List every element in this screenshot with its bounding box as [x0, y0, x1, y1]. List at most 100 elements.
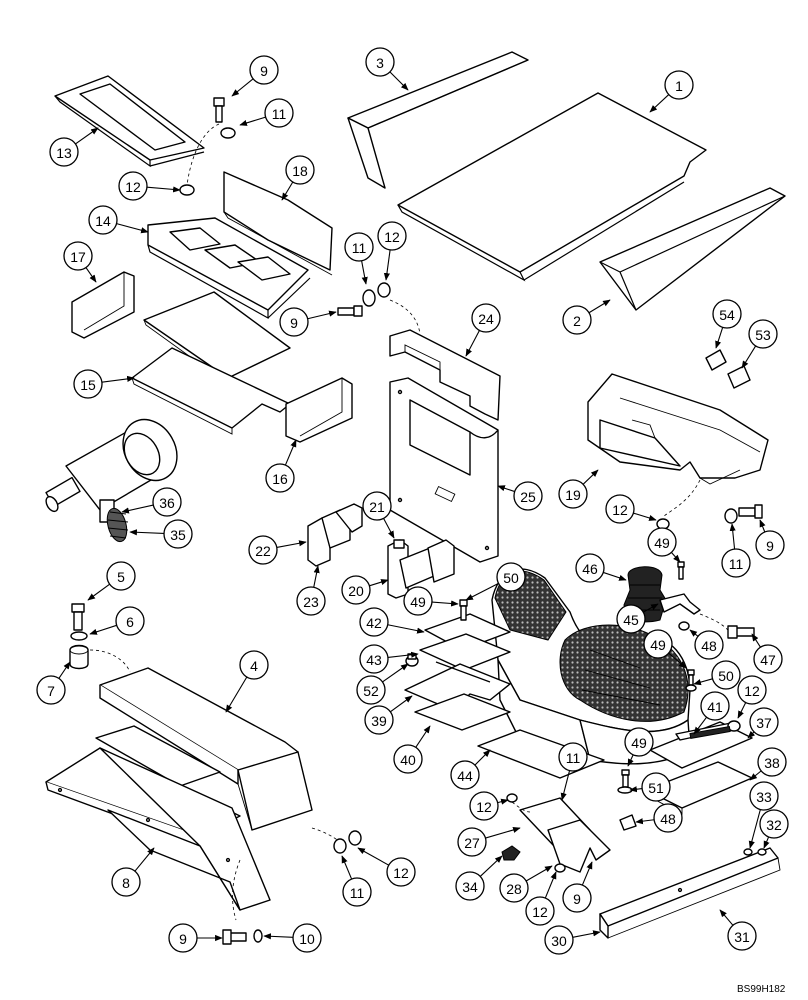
leader-line [357, 847, 390, 866]
fasteners-center [337, 282, 421, 335]
callout-32: 32 [759, 809, 789, 849]
leader-line [281, 181, 294, 201]
callout-3: 3 [365, 47, 409, 91]
leader-line [87, 583, 111, 601]
callout-circle [749, 781, 779, 811]
callout-11: 11 [721, 523, 751, 578]
callout-circle [513, 481, 543, 511]
callout-circle [248, 535, 278, 565]
leader-line [719, 909, 734, 926]
callout-19: 19 [558, 469, 599, 509]
leader-line [572, 930, 601, 938]
part-17-block [71, 271, 135, 339]
leader-line [89, 624, 117, 635]
callout-circle [455, 871, 485, 901]
leader-line [693, 678, 713, 686]
callout-number: 40 [400, 752, 416, 768]
leader-line [497, 798, 509, 805]
callout-44: 44 [450, 749, 491, 790]
leader-line [465, 330, 480, 357]
callout-47: 47 [751, 633, 783, 674]
fasteners-seat [617, 669, 697, 831]
callout-number: 43 [366, 652, 382, 668]
callout-circle [643, 629, 673, 659]
callout-2: 2 [562, 299, 611, 335]
callout-circle [624, 727, 654, 757]
callout-13: 13 [49, 127, 99, 167]
leader-line [58, 661, 71, 679]
callout-42: 42 [359, 607, 425, 637]
callout-50: 50 [465, 562, 526, 601]
parts-45-46-47 [623, 561, 755, 639]
leader-line [383, 518, 395, 539]
fasteners-lower-left [69, 603, 131, 673]
leader-line [759, 519, 766, 533]
callout-circle [749, 707, 779, 737]
callout-circle [356, 675, 386, 705]
callout-number: 5 [117, 569, 125, 585]
leader-line [582, 469, 599, 485]
callout-6: 6 [89, 606, 145, 636]
callout-24: 24 [465, 303, 501, 357]
callout-number: 48 [660, 811, 676, 827]
callout-number: 19 [565, 487, 581, 503]
callout-45: 45 [616, 603, 659, 634]
callout-37: 37 [747, 707, 779, 739]
part-16-block [285, 377, 353, 443]
callout-circle [575, 553, 605, 583]
parts-22-23-brackets [307, 503, 363, 567]
callout-circle [499, 873, 529, 903]
callout-number: 42 [366, 615, 382, 631]
callout-number: 20 [348, 583, 364, 599]
callout-circle [757, 747, 787, 777]
leader-line [747, 730, 756, 739]
callout-circle [641, 772, 671, 802]
leader-line [588, 299, 611, 314]
leader-line [263, 933, 294, 940]
callout-circle [496, 562, 526, 592]
callout-number: 45 [623, 612, 639, 628]
callout-9: 9 [231, 55, 279, 97]
callout-4: 4 [225, 650, 269, 713]
callout-number: 16 [272, 471, 288, 487]
callout-1: 1 [649, 70, 694, 113]
callout-number: 36 [159, 495, 175, 511]
callout-46: 46 [575, 553, 627, 583]
callout-circle [285, 155, 315, 185]
callout-12: 12 [469, 791, 509, 821]
callout-circle [342, 877, 372, 907]
callout-50: 50 [693, 660, 741, 690]
callout-number: 38 [764, 755, 780, 771]
callout-number: 30 [551, 933, 567, 949]
part-13-cover [54, 75, 205, 168]
leader-line [313, 565, 320, 588]
callout-14: 14 [88, 205, 149, 235]
callout-circle [359, 607, 389, 637]
callout-10: 10 [263, 923, 322, 953]
callout-circle [759, 809, 789, 839]
callout-number: 35 [170, 527, 186, 543]
part-3-panel [347, 51, 529, 189]
callout-51: 51 [629, 772, 671, 802]
callout-circle [712, 299, 742, 329]
callout-circle [562, 883, 592, 913]
leader-line [649, 94, 670, 113]
callout-48: 48 [635, 803, 683, 833]
callout-number: 12 [612, 502, 628, 518]
callout-circle [469, 791, 499, 821]
callout-circle [647, 527, 677, 557]
leader-line [129, 529, 165, 536]
callout-circle [168, 923, 198, 953]
leader-line [635, 818, 655, 825]
leader-line [389, 71, 409, 91]
callout-number: 44 [457, 768, 473, 784]
callout-circle [359, 644, 389, 674]
callout-number: 1 [675, 78, 683, 94]
part-8-lower-base [45, 725, 341, 921]
leader-line [689, 629, 699, 637]
leader-line [307, 310, 337, 320]
callout-9: 9 [168, 923, 223, 953]
callout-number: 51 [648, 780, 664, 796]
callout-number: 28 [506, 881, 522, 897]
leader-line [116, 223, 149, 234]
